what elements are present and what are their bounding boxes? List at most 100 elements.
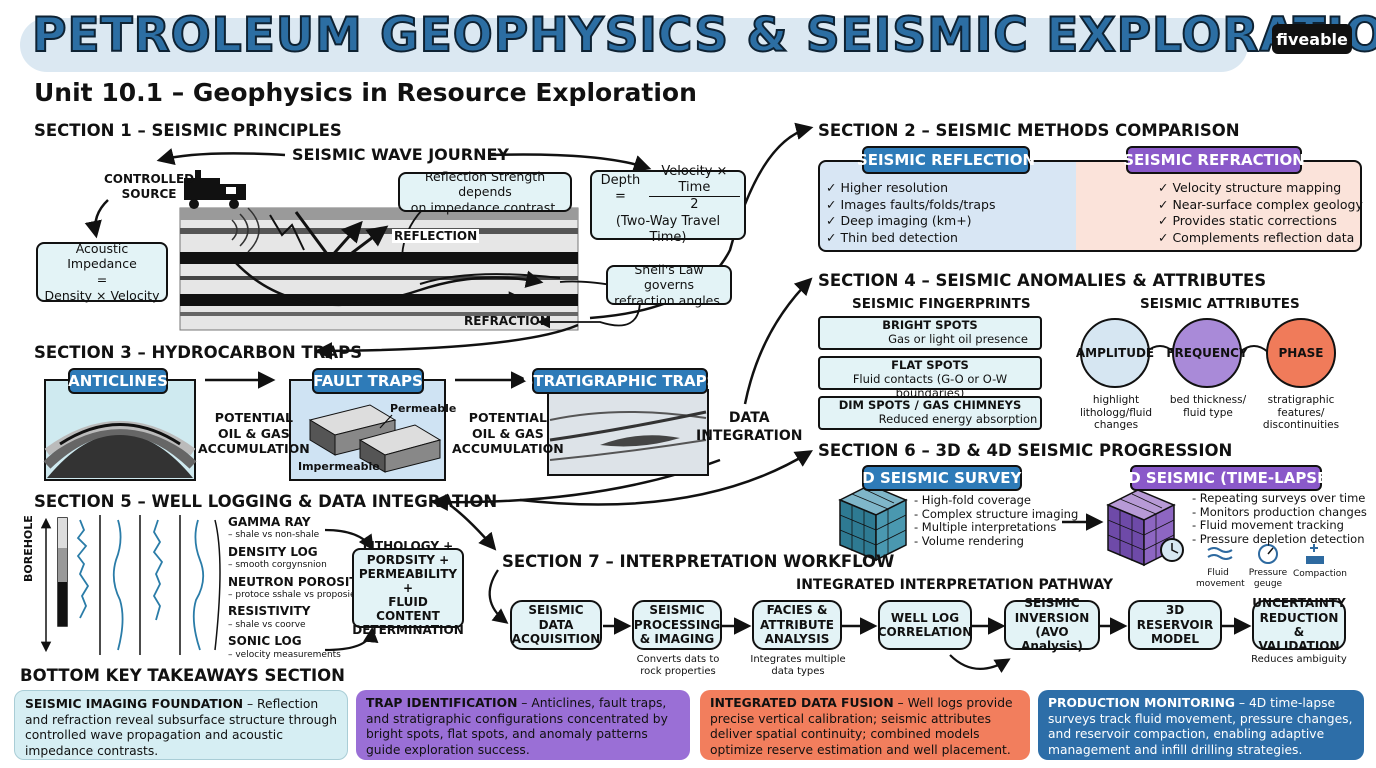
- fiveable-logo: fiveable: [1272, 24, 1352, 54]
- pressure-gauge-icon: [1258, 544, 1278, 564]
- tab-seismic-reflection: SEISMIC REFLECTION: [857, 146, 1035, 174]
- tab-anticlines: ANTICLINES: [68, 368, 168, 394]
- takeaways-heading: BOTTOM KEY TAKEAWAYS SECTION: [20, 666, 345, 685]
- stratigraphic-trap-illustration: [547, 389, 709, 476]
- list-item: ✓ Near-surface complex geology: [1158, 196, 1363, 212]
- dim-spots-box: DIM SPOTS / GAS CHIMNEYS Reduced energy …: [818, 396, 1042, 430]
- flat-spots-box: FLAT SPOTS Fluid contacts (G-O or O-W bo…: [818, 356, 1042, 400]
- list-item: ✓ Velocity structure mapping: [1158, 180, 1342, 195]
- log-resistivity: RESISTIVITY– shale vs coorve: [228, 604, 311, 630]
- tab-4d-seismic: 4D SEISMIC (TIME-LAPSE): [1118, 465, 1334, 491]
- to-section2-arrow: [589, 122, 814, 320]
- depth-formula-box: Depth = Velocity × Time 2 (Two-Way Trave…: [590, 164, 746, 245]
- acoustic-impedance-box: Acoustic Impedance=Density × Velocity: [36, 241, 168, 303]
- phase-circle: PHASE: [1266, 318, 1336, 388]
- amplitude-circle: AMPLITUDE: [1076, 318, 1154, 388]
- log-sonic: SONIC LOG– velocity measurements: [228, 634, 341, 660]
- to-section6-arrow: [519, 450, 813, 506]
- impermeable-label: Impermeable: [298, 460, 380, 473]
- page-title: PETROLEUM GEOPHYSICS & SEISMIC EXPLORATI…: [31, 7, 1376, 64]
- 4d-list: - Repeating surveys over time - Monitors…: [1192, 491, 1367, 546]
- logs-to-result-arrow-bottom: [324, 626, 379, 652]
- source-arrow: [84, 199, 109, 239]
- compaction-icon: [1306, 544, 1324, 564]
- list-item: - Monitors production changes: [1192, 504, 1367, 519]
- list-item: ✓ Higher resolution: [826, 180, 949, 195]
- list-item: ✓ Complements reflection data: [1158, 229, 1355, 245]
- list-item: ✓ Images faults/folds/traps: [826, 196, 996, 212]
- borehole-label: BOREHOLE: [22, 515, 35, 582]
- to-section4-arrow: [743, 277, 813, 405]
- pathway-heading: INTEGRATED INTERPRETATION PATHWAY: [796, 577, 1113, 593]
- tab-fault-traps: FAULT TRAPS: [312, 368, 424, 394]
- reflection-list: ✓ Higher resolution ✓ Images faults/fold…: [826, 180, 996, 246]
- refraction-panel: [1076, 160, 1362, 252]
- list-item: - Multiple interpretations: [914, 520, 1057, 534]
- frequency-desc: bed thickness/fluid type: [1169, 394, 1247, 419]
- section7-heading: SECTION 7 – INTERPRETATION WORKFLOW: [502, 552, 895, 571]
- list-item: - High-fold coverage: [914, 493, 1032, 507]
- fluid-movement-icon: [1207, 547, 1233, 560]
- attr-connector-2: [1239, 345, 1269, 353]
- journey-arrow-left: [156, 148, 286, 166]
- permeable-label: Permeable: [390, 402, 457, 415]
- frequency-circle: FREQUENCY: [1166, 318, 1248, 388]
- title-band: [20, 18, 1248, 72]
- takeaway-production-monitoring: PRODUCTION MONITORING – 4D time-lapse su…: [1038, 690, 1364, 760]
- journey-arrow-right: [489, 153, 652, 172]
- list-item: - Repeating surveys over time: [1192, 491, 1366, 505]
- log-gamma-ray: GAMMA RAY– shale vs non-shale: [228, 515, 320, 541]
- log-neutron: NEUTRON POROSITY– protoce sshale vs prop…: [228, 574, 367, 601]
- lithology-result-box: LITHOLOGY +PORDSITY +PERMEABILITY +FLUID…: [352, 539, 464, 637]
- takeaway-seismic-imaging: SEISMIC IMAGING FOUNDATION – Reflection …: [14, 690, 348, 760]
- reflection-label: REFLECTION: [392, 229, 480, 243]
- fault-trap-illustration: [289, 379, 446, 481]
- section6-heading: SECTION 6 – 3D & 4D SEISMIC PROGRESSION: [818, 441, 1233, 460]
- 4d-cube-icon: [1106, 489, 1184, 567]
- attributes-heading: SEISMIC ATTRIBUTES: [1140, 296, 1300, 312]
- to-section7-arrow: [449, 504, 497, 551]
- anticline-illustration: [43, 379, 197, 481]
- list-item: ✓ Deep imaging (km+): [826, 213, 972, 228]
- logs-to-result-arrow-top: [324, 528, 374, 551]
- refraction-pointer: [537, 299, 641, 329]
- section1-heading: SECTION 1 – SEISMIC PRINCIPLES: [34, 121, 342, 140]
- log-density: DENSITY LOG– smooth corgynsnion: [228, 544, 327, 571]
- list-item: - Fluid movement tracking: [1192, 518, 1344, 532]
- tab-seismic-refraction: SEISMIC REFRACTION: [1123, 146, 1305, 174]
- bright-spots-box: BRIGHT SPOTS Gas or light oil presence: [818, 316, 1042, 350]
- unit-subtitle: Unit 10.1 – Geophysics in Resource Explo…: [34, 78, 697, 107]
- list-item: ✓ Thin bed detection: [826, 229, 958, 245]
- tab-3d-seismic: 3D SEISMIC SURVEYS: [852, 465, 1032, 491]
- list-item: - Volume rendering: [914, 533, 1024, 548]
- subsurface-layers-illustration: [179, 207, 579, 331]
- workflow-entry-arrow: [488, 569, 509, 624]
- compaction-label: Compaction: [1293, 569, 1347, 579]
- note-uncertainty: Reduces ambiguity: [1251, 654, 1347, 665]
- section4-heading: SECTION 4 – SEISMIC ANOMALIES & ATTRIBUT…: [818, 271, 1267, 290]
- 3d-cube-icon: [838, 484, 908, 562]
- list-item: - Complex structure imaging: [914, 506, 1079, 521]
- seismic-truck-icon: [184, 170, 246, 209]
- fingerprints-heading: SEISMIC FINGERPRINTS: [852, 296, 1031, 312]
- section2-heading: SECTION 2 – SEISMIC METHODS COMPARISON: [818, 121, 1240, 140]
- tab-stratigraphic-traps: STRATIGRAPHIC TRAPS: [523, 368, 717, 394]
- 3d-list: - High-fold coverage - Complex structure…: [914, 493, 1079, 548]
- section5-heading: SECTION 5 – WELL LOGGING & DATA INTEGRAT…: [34, 492, 498, 511]
- refraction-list: ✓ Velocity structure mapping ✓ Near-surf…: [1158, 180, 1363, 246]
